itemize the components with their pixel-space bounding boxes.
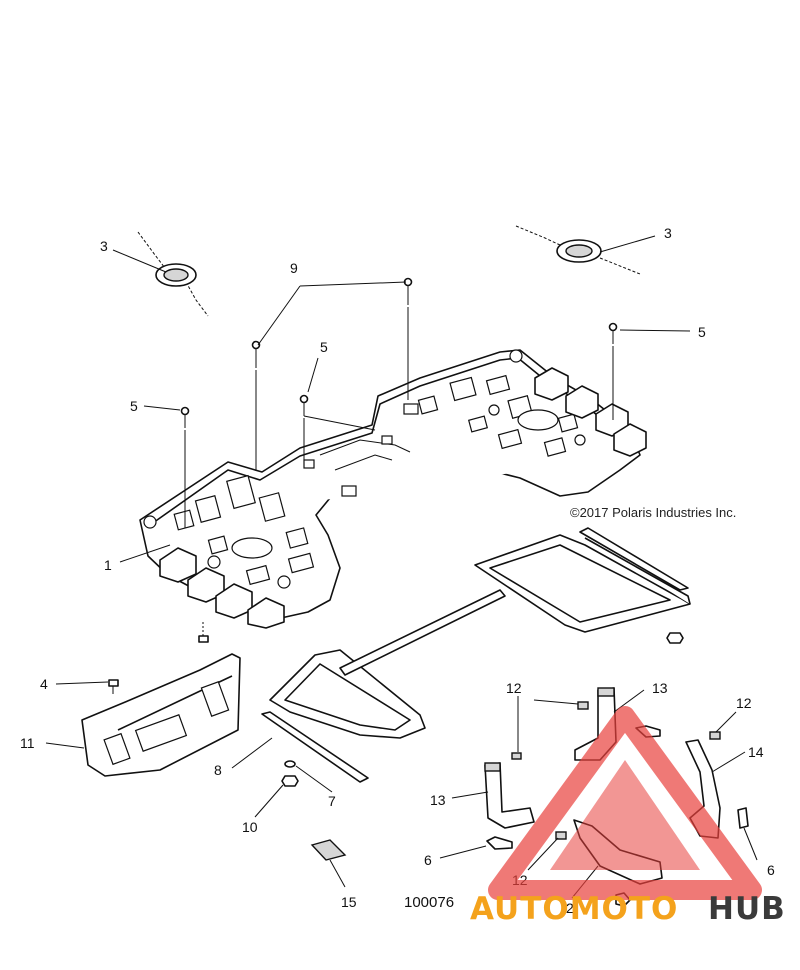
rear-rack-main <box>139 349 647 629</box>
callout-13-left: 13 <box>430 792 446 808</box>
nut-right <box>666 632 684 644</box>
tie-down-strap-left <box>137 231 209 317</box>
callout-3-right: 3 <box>664 225 672 241</box>
washer-7 <box>284 760 296 768</box>
bolt-5-middle <box>299 394 309 416</box>
watermark-text-hub: HUB <box>708 891 786 927</box>
callout-6-left: 6 <box>424 852 432 868</box>
callout-13-right: 13 <box>652 680 668 696</box>
bolt-9-left <box>251 340 261 368</box>
install-lines <box>184 307 614 640</box>
bracket-13-left <box>484 762 535 829</box>
copyright-notice: ©2017 Polaris Industries Inc. <box>570 505 736 520</box>
diagram-number: 100076 <box>404 894 454 911</box>
callout-8: 8 <box>214 762 222 778</box>
callout-6-right: 6 <box>767 862 775 878</box>
callout-9: 9 <box>290 260 298 276</box>
pad-15 <box>310 839 347 861</box>
watermark-text-automoto: AUTOMOTO <box>470 891 678 927</box>
callout-3-left: 3 <box>100 238 108 254</box>
callout-2: 2 <box>566 900 574 916</box>
nut-10 <box>281 775 299 787</box>
bolts <box>180 277 618 428</box>
callout-5-middle: 5 <box>320 339 328 355</box>
fastener-4 <box>108 679 119 694</box>
callout-15: 15 <box>341 894 357 910</box>
callout-leaders <box>45 235 758 899</box>
side-panel <box>81 653 241 777</box>
callout-7: 7 <box>328 793 336 809</box>
callout-12-top: 12 <box>506 680 522 696</box>
clips-12 <box>511 701 721 840</box>
watermark-logo: AUTOMOTO HUB <box>470 706 786 927</box>
bolt-5-left <box>180 406 190 428</box>
fastener-top <box>198 635 209 643</box>
callout-5-left: 5 <box>130 398 138 414</box>
tie-down-strap-right <box>515 225 641 275</box>
rack-cutouts <box>173 374 586 589</box>
callout-14: 14 <box>748 744 764 760</box>
callout-5-right: 5 <box>698 324 706 340</box>
callout-1: 1 <box>104 557 112 573</box>
callout-11: 11 <box>20 735 35 751</box>
rack-frame <box>261 527 691 783</box>
callout-10: 10 <box>242 819 258 835</box>
callout-4: 4 <box>40 676 48 692</box>
rack-tiedown-tabs <box>159 367 647 629</box>
callout-labels: 1 2 3 3 4 5 5 5 6 6 7 8 9 10 11 12 12 12… <box>20 225 775 916</box>
bolt-5-right <box>608 322 618 344</box>
callout-12-right: 12 <box>736 695 752 711</box>
